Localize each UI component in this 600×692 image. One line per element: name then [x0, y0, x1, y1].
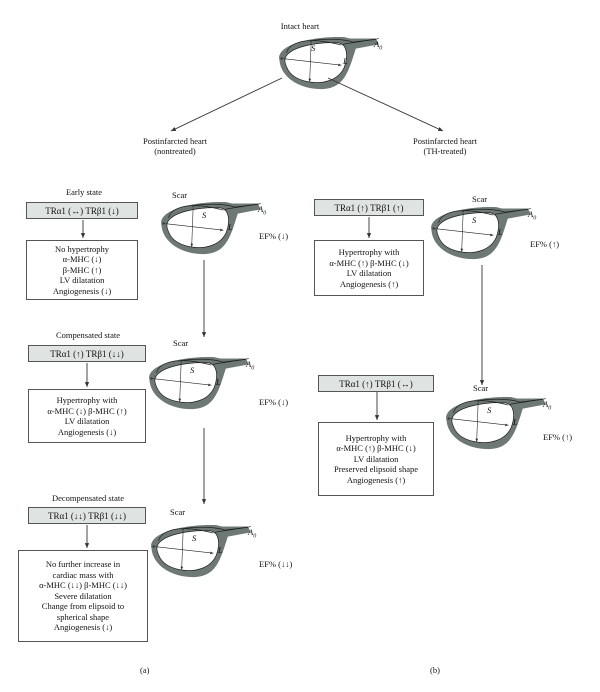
heart-s-label-0: S [202, 210, 207, 220]
panel-b-label: (b) [430, 665, 440, 675]
scar-decompensated-label: Scar [170, 507, 186, 517]
heart-l-label-4: L [513, 417, 518, 427]
ef-b-second: EF% (↑) [543, 432, 573, 442]
heart-decompensated-drawing [151, 525, 251, 577]
early-effects-box: No hypertrophy α-MHC (↓) β-MHC (↑) LV di… [26, 240, 138, 300]
heart-a0-sub-4: 0 [548, 405, 552, 412]
ef-decompensated: EF% (↓↓) [259, 559, 293, 569]
scar-b-first-label: Scar [472, 194, 488, 204]
right-branch-line1: Postinfarcted heart [413, 136, 477, 146]
heart-early-drawing [161, 202, 261, 254]
heart-a0-sub-0: 0 [263, 210, 267, 217]
heart-a0-sub-1: 0 [251, 365, 255, 372]
decompensated-receptors-box: TRα1 (↓↓) TRβ1 (↓↓) [28, 507, 146, 524]
left-branch-line1: Postinfarcted heart [143, 136, 207, 146]
heart-s-label-3: S [472, 215, 477, 225]
right-branch-line2: (TH-treated) [423, 146, 467, 156]
scar-compensated-label: Scar [173, 338, 189, 348]
heart-a0-sub-2: 0 [253, 533, 257, 540]
early-receptors-box: TRα1 (↔) TRβ1 (↓) [26, 202, 138, 219]
b-second-effects-box: Hypertrophy with α-MHC (↑) β-MHC (↓) LV … [318, 422, 434, 496]
heart-l-label-3: L [498, 227, 503, 237]
ef-early: EF% (↓) [259, 231, 289, 241]
scar-early-label: Scar [172, 190, 188, 200]
intact-l-label: L [343, 56, 348, 66]
compensated-state-label: Compensated state [56, 330, 120, 340]
intact-heart-title: Intact heart [280, 21, 320, 31]
heart-a0-label-2: A0 [248, 527, 257, 540]
heart-compensated-drawing [149, 357, 249, 409]
heart-l-label-2: L [218, 545, 223, 555]
panel-a-label: (a) [140, 665, 150, 675]
b-first-receptors-box: TRα1 (↑) TRβ1 (↑) [314, 199, 424, 216]
decompensated-effects-box: No further increase in cardiac mass with… [18, 550, 148, 642]
intact-s-label: S [311, 43, 316, 53]
heart-a0-label-0: A0 [258, 204, 267, 217]
compensated-effects-box: Hypertrophy with α-MHC (↓) β-MHC (↑) LV … [28, 389, 146, 443]
heart-a0-sub-3: 0 [533, 215, 537, 222]
ef-b-first: EF% (↑) [530, 239, 560, 249]
heart-b-second-drawing [446, 397, 546, 449]
b-first-effects-box: Hypertrophy with α-MHC (↑) β-MHC (↓) LV … [314, 240, 424, 296]
heart-l-label-0: L [228, 222, 233, 232]
heart-s-label-4: S [487, 405, 492, 415]
intact-heart-drawing [279, 37, 379, 89]
compensated-receptors-box: TRα1 (↑) TRβ1 (↓↓) [28, 345, 146, 362]
heart-s-label-1: S [190, 365, 195, 375]
b-second-receptors-box: TRα1 (↑) TRβ1 (↔) [318, 375, 434, 392]
heart-a0-label-3: A0 [528, 209, 537, 222]
decompensated-state-label: Decompensated state [52, 493, 124, 503]
ef-compensated: EF% (↓) [259, 397, 289, 407]
heart-b-first-drawing [431, 207, 531, 259]
scar-b-second-label: Scar [473, 383, 489, 393]
intact-a0-label: A0 [374, 39, 383, 52]
heart-a0-label-1: A0 [246, 359, 255, 372]
early-state-label: Early state [65, 187, 103, 197]
heart-s-label-2: S [192, 533, 197, 543]
heart-a0-label-4: A0 [543, 399, 552, 412]
heart-l-label-1: L [216, 377, 221, 387]
left-branch-line2: (nontreated) [154, 146, 196, 156]
